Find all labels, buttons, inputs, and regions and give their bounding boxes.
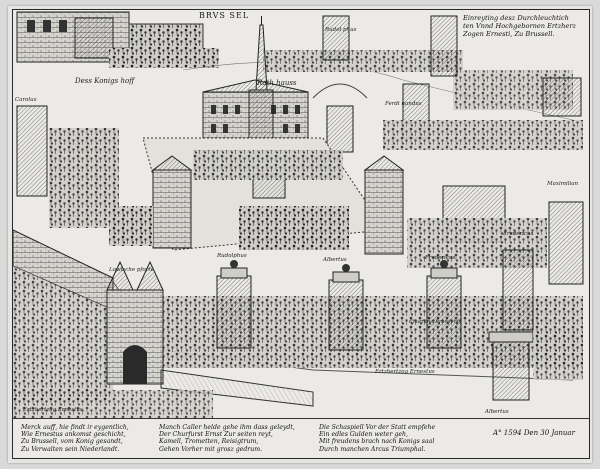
ertzhertzog-left-label: Ertzhertzog Ernestus	[23, 407, 83, 413]
konigs-hof-label: Dess Konigs hoff	[75, 77, 135, 85]
triumph-arches-lower	[216, 249, 534, 401]
caption-line: Mit freudens brach nach Konigs saal	[319, 438, 435, 446]
fredericus-right-label: Fredericus	[503, 231, 534, 237]
caption-right: Die Schaspiell Vor der Statt empfehe Ein…	[319, 424, 443, 453]
albertus-mid-label: Albertus	[323, 257, 347, 263]
rudolphus-mid-label: Rudolphus	[217, 253, 247, 259]
title-cartouche: Einreyting desz Durchleuchtich ten Vnnd …	[463, 14, 587, 39]
maximilianus-label: Maximilian	[547, 181, 579, 187]
title-line: Zogen Ernesti, Zu Brussell.	[463, 30, 555, 39]
caption-line: Die Schaspiell Vor der Statt empfehe	[319, 424, 436, 431]
city-label: BRVS SEL	[199, 11, 250, 20]
ferdinandus-label: Ferdi nandus	[385, 101, 422, 107]
date-inscription: A° 1594 Den 30 Januar	[493, 429, 575, 437]
konigs-hof	[16, 11, 219, 68]
albertus-bottom-label: Albertus	[485, 409, 509, 415]
caption-line: Zu Verwalten sein Niederlandt.	[21, 445, 120, 453]
rudolphus-top-label: Rudol phus	[325, 27, 357, 33]
chur-brandenburg-label: Churfurst Brandenb.	[409, 319, 462, 325]
carolus-label: Carolus	[15, 97, 37, 103]
caption-line: Zu Brussell, vom Konig gesandt,	[21, 438, 123, 446]
lowen-gate-label: Lowische pforte	[109, 267, 154, 273]
caption-left: Merck auff, hie findt ir eygentlich, Wie…	[21, 424, 145, 453]
caption-line: Merck auff, hie findt ir eygentlich,	[21, 424, 129, 431]
caption-line: Manch Caller helde gehe ihm dass geleydt…	[159, 424, 295, 431]
caption-line: Der Churfurst Ernst Zur seiten reyt,	[159, 431, 273, 439]
ertzhertzog-right-label: Ertzhertzog Ernestus	[375, 369, 435, 375]
lowen-gate	[106, 260, 164, 385]
engraving-plate: BRVS SEL Dess Konigs hoff Rath hauss Rud…	[12, 9, 590, 459]
rathaus	[202, 16, 309, 145]
caption-line: Gehen Vorher mit grosz gedrum.	[159, 445, 263, 453]
fredericus-mid-label: Fredericus	[425, 255, 456, 261]
title-line: ten Vnnd Hochgebornen Ertzherz	[463, 22, 576, 31]
central-square	[109, 137, 405, 255]
caption-line: Wie Ernestus ankomst geschicht,	[21, 431, 126, 439]
caption-line: Durch manchen Arcus Triumphal.	[319, 445, 426, 453]
title-line: Einreyting desz Durchleuchtich	[463, 14, 569, 22]
rathaus-label: Rath hauss	[257, 79, 297, 87]
caption-divider	[13, 418, 589, 419]
engraved-scene	[13, 10, 589, 418]
caption-line: Kamell, Trometten, Reisigtrum,	[159, 438, 259, 446]
caption-line: Ein edles Gulden weter geh,	[319, 431, 408, 439]
caption-middle: Manch Caller helde gehe ihm dass geleydt…	[159, 424, 295, 453]
